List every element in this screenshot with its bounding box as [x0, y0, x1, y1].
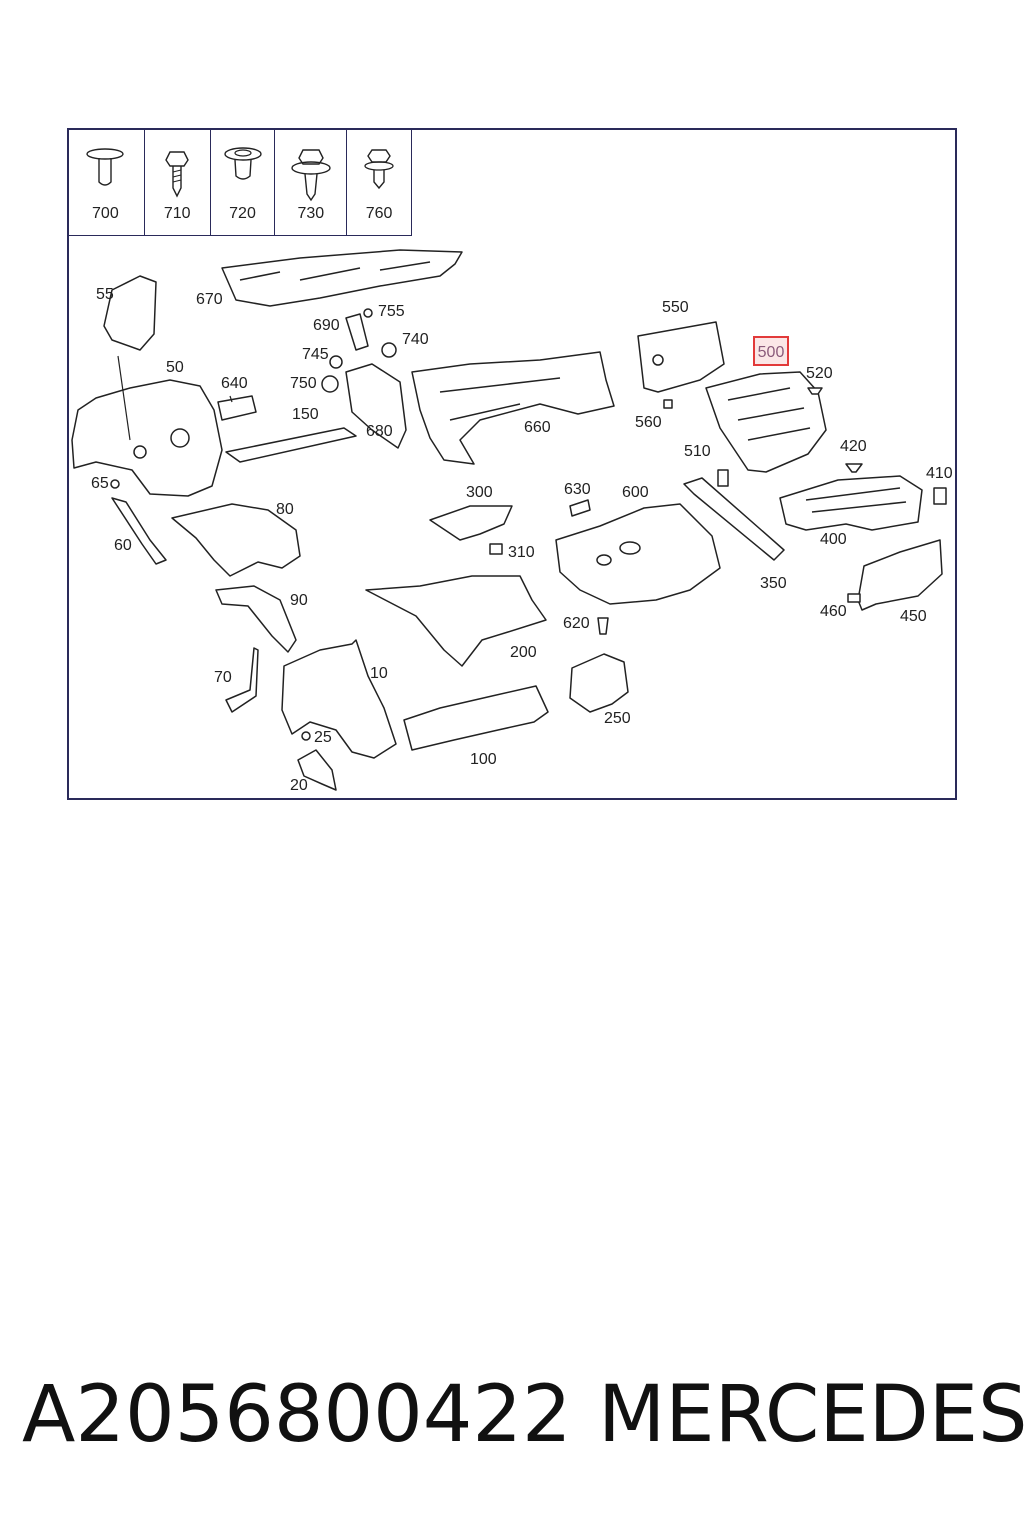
- callout-670[interactable]: 670: [196, 291, 223, 308]
- callout-660[interactable]: 660: [524, 419, 551, 436]
- fastener-cell-730[interactable]: 730: [275, 128, 348, 235]
- flat-head-clip-icon: [86, 148, 125, 186]
- hex-screw-icon: [165, 151, 189, 198]
- callout-690[interactable]: 690: [313, 317, 340, 334]
- fastener-table: 700 710 720 730 760: [67, 128, 412, 236]
- callout-90[interactable]: 90: [290, 592, 308, 609]
- callout-250[interactable]: 250: [604, 710, 631, 727]
- callout-50[interactable]: 50: [166, 359, 184, 376]
- callout-745[interactable]: 745: [302, 346, 329, 363]
- callout-25[interactable]: 25: [314, 729, 332, 746]
- part-20-shape: [297, 749, 337, 791]
- fastener-cell-710[interactable]: 710: [145, 128, 211, 235]
- fastener-number: 720: [229, 205, 256, 222]
- fastener-cell-720[interactable]: 720: [211, 128, 276, 235]
- callout-640[interactable]: 640: [221, 375, 248, 392]
- part-350-shape: [683, 477, 785, 561]
- callout-550[interactable]: 550: [662, 299, 689, 316]
- flange-bolt-icon: [291, 149, 331, 202]
- callout-100[interactable]: 100: [470, 751, 497, 768]
- part-300-shape: [429, 505, 513, 541]
- callout-65[interactable]: 65: [91, 475, 109, 492]
- part-55-shape: [103, 275, 157, 351]
- highlighted-part-500[interactable]: 500: [753, 336, 789, 366]
- part-680-shape: [345, 363, 407, 449]
- callout-450[interactable]: 450: [900, 608, 927, 625]
- callout-600[interactable]: 600: [622, 484, 649, 501]
- callout-150[interactable]: 150: [292, 406, 319, 423]
- part-200-shape: [365, 575, 547, 667]
- caption: A2056800422 MERCEDES: [0, 1370, 1024, 1470]
- callout-300[interactable]: 300: [466, 484, 493, 501]
- part-690-shape: [345, 313, 369, 351]
- brand-name: MERCEDES: [598, 1370, 1024, 1460]
- callout-80[interactable]: 80: [276, 501, 294, 518]
- part-60-shape: [111, 497, 167, 565]
- fastener-number: 710: [163, 205, 191, 222]
- fastener-number: 730: [297, 205, 325, 222]
- callout-460[interactable]: 460: [820, 603, 847, 620]
- callout-60[interactable]: 60: [114, 537, 132, 554]
- callout-620[interactable]: 620: [563, 615, 590, 632]
- part-10-shape: [281, 639, 397, 759]
- callout-520[interactable]: 520: [806, 365, 833, 382]
- callout-400[interactable]: 400: [820, 531, 847, 548]
- callout-740[interactable]: 740: [402, 331, 429, 348]
- part-450-shape: [857, 539, 943, 611]
- push-rivet-icon: [223, 147, 262, 180]
- highlighted-part-label: 500: [757, 344, 785, 361]
- diagram-frame: [67, 128, 957, 800]
- part-500-shape: [705, 371, 827, 473]
- callout-200[interactable]: 200: [510, 644, 537, 661]
- part-100-shape: [403, 685, 549, 751]
- callout-560[interactable]: 560: [635, 414, 662, 431]
- callout-55[interactable]: 55: [96, 286, 114, 303]
- part-80-shape: [171, 503, 301, 577]
- callout-750[interactable]: 750: [290, 375, 317, 392]
- callout-70[interactable]: 70: [214, 669, 232, 686]
- fastener-cell-700[interactable]: 700: [67, 128, 145, 235]
- callout-310[interactable]: 310: [508, 544, 535, 561]
- exploded-parts-diagram: [71, 249, 947, 791]
- part-550-shape: [637, 321, 725, 393]
- part-660-shape: [411, 351, 615, 465]
- callout-755[interactable]: 755: [378, 303, 405, 320]
- callout-10[interactable]: 10: [370, 665, 388, 682]
- callout-680[interactable]: 680: [366, 423, 393, 440]
- part-250-shape: [569, 653, 629, 713]
- fastener-number: 760: [365, 205, 393, 222]
- part-670-shape: [221, 249, 463, 307]
- hex-bolt-icon: [364, 149, 394, 190]
- callout-410[interactable]: 410: [926, 465, 953, 482]
- callout-350[interactable]: 350: [760, 575, 787, 592]
- part-600-shape: [555, 503, 721, 605]
- fastener-number: 700: [92, 205, 119, 222]
- part-50-shape: [71, 379, 223, 497]
- part-640-shape: [217, 395, 257, 421]
- callout-20[interactable]: 20: [290, 777, 308, 794]
- callout-420[interactable]: 420: [840, 438, 867, 455]
- callout-630[interactable]: 630: [564, 481, 591, 498]
- part-150-shape: [225, 427, 357, 463]
- part-number: A2056800422: [22, 1370, 572, 1460]
- callout-510[interactable]: 510: [684, 443, 711, 460]
- fastener-cell-760[interactable]: 760: [347, 128, 411, 235]
- part-90-shape: [215, 585, 297, 653]
- part-70-shape: [225, 647, 259, 713]
